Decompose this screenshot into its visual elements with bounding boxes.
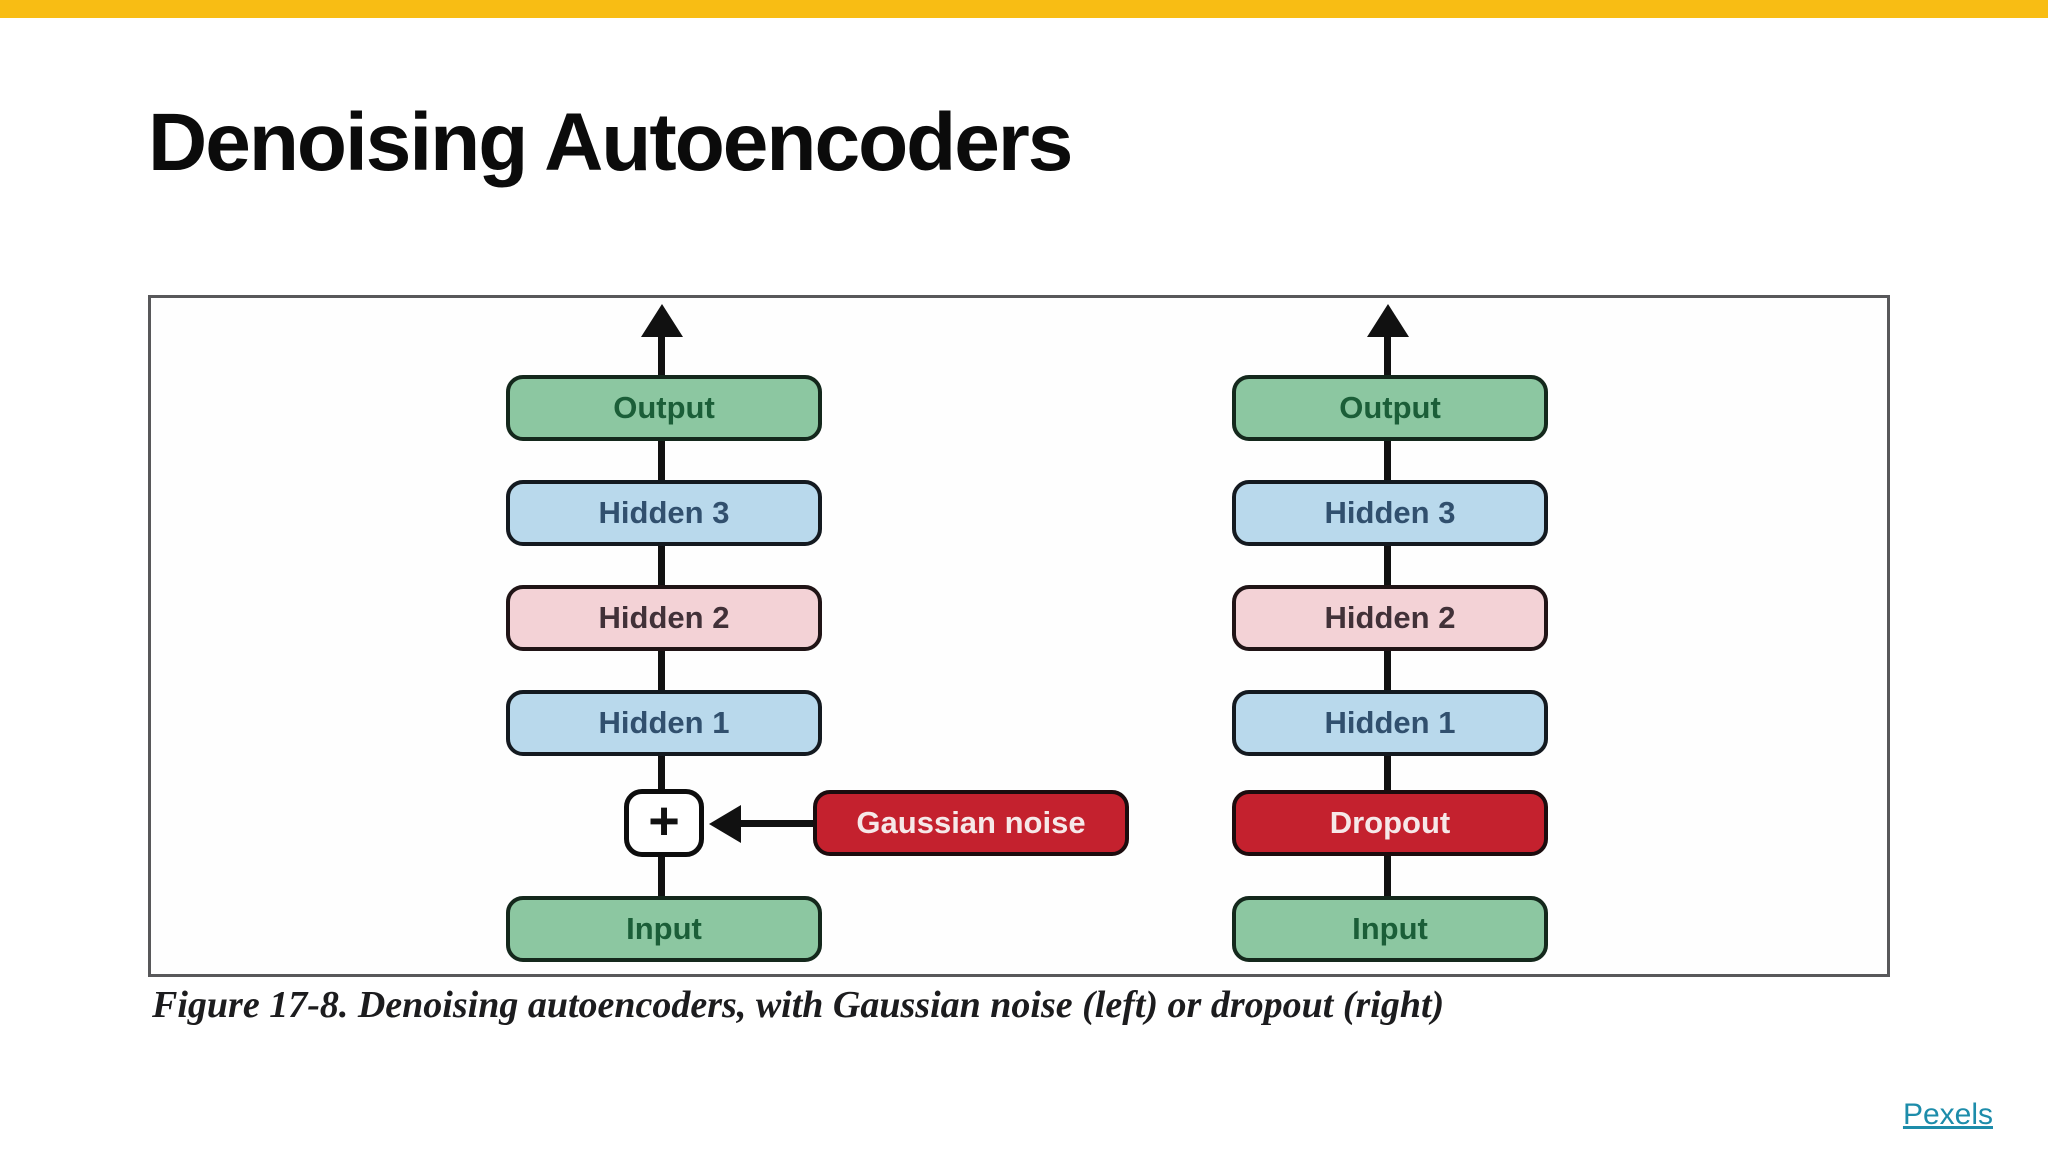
node-label: Dropout (1329, 805, 1451, 840)
figure-caption: Figure 17-8. Denoising autoencoders, wit… (152, 984, 1445, 1026)
node-label: Hidden 3 (1324, 495, 1456, 530)
node-hidden3-right: Hidden 3 (1232, 480, 1548, 546)
dropout-box: Dropout (1232, 790, 1548, 856)
node-label: Hidden 2 (1324, 600, 1456, 635)
node-input-left: Input (506, 896, 822, 962)
node-hidden2-right: Hidden 2 (1232, 585, 1548, 651)
pexels-link[interactable]: Pexels (1902, 1098, 1993, 1131)
slide-title: Denoising Autoencoders (148, 97, 1073, 188)
node-input-right: Input (1232, 896, 1548, 962)
node-hidden1-left: Hidden 1 (506, 690, 822, 756)
node-label: Hidden 2 (598, 600, 730, 635)
node-label: Hidden 1 (598, 705, 730, 740)
node-label: Output (613, 390, 715, 425)
node-label: Input (1352, 911, 1428, 946)
node-label: Gaussian noise (856, 805, 1086, 840)
up-arrow-icon (1367, 304, 1409, 337)
node-hidden3-left: Hidden 3 (506, 480, 822, 546)
up-arrow-icon (641, 304, 683, 337)
node-output-right: Output (1232, 375, 1548, 441)
left-arrow-icon (709, 805, 741, 843)
noise-sum-node: + (624, 789, 704, 857)
diagram-left-column: Output Hidden 3 Hidden 2 Hidden 1 + Inpu… (506, 298, 822, 974)
node-hidden1-right: Hidden 1 (1232, 690, 1548, 756)
figure-frame: Output Hidden 3 Hidden 2 Hidden 1 + Inpu… (148, 295, 1890, 977)
node-label: Output (1339, 390, 1441, 425)
accent-top-bar (0, 0, 2048, 18)
plus-icon: + (648, 791, 680, 851)
noise-arrow-line (739, 820, 815, 827)
node-label: Hidden 1 (1324, 705, 1456, 740)
node-hidden2-left: Hidden 2 (506, 585, 822, 651)
diagram-right-column: Output Hidden 3 Hidden 2 Hidden 1 Dropou… (1232, 298, 1548, 974)
node-label: Input (626, 911, 702, 946)
gaussian-noise-box: Gaussian noise (813, 790, 1129, 856)
node-label: Hidden 3 (598, 495, 730, 530)
node-output-left: Output (506, 375, 822, 441)
